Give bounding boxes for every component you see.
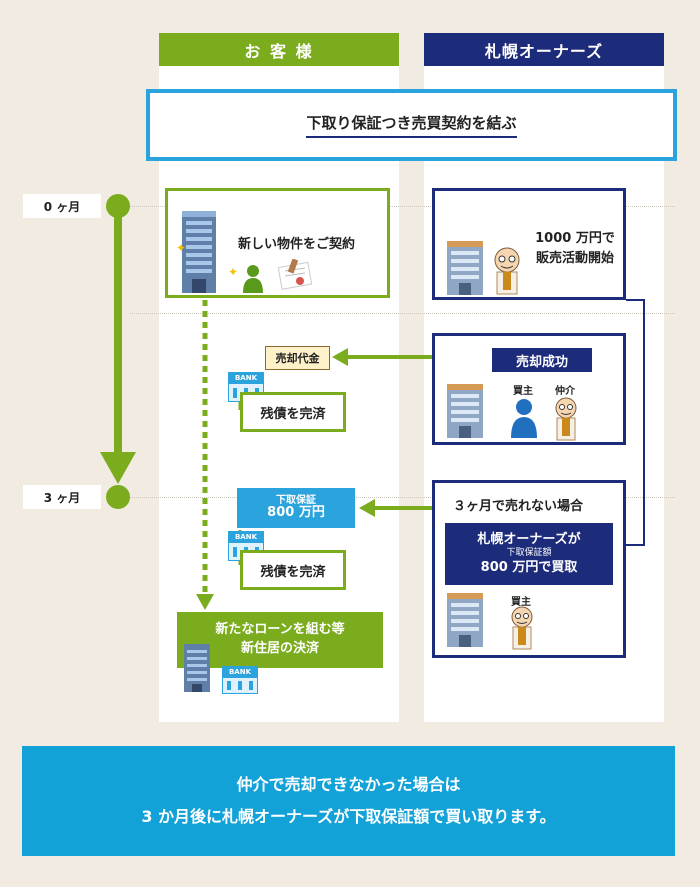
buyback-banner: 札幌オーナーズが 下取保証額 800 万円で買取 xyxy=(445,523,613,585)
timeline-divider-mid xyxy=(130,313,675,314)
agent-character-icon xyxy=(494,247,520,295)
timeline-divider-0 xyxy=(115,206,675,207)
unsold-title: ３ヶ月で売れない場合 xyxy=(453,499,584,514)
contract-title: 下取り保証つき売買契約を結ぶ xyxy=(306,112,517,138)
sale-success-card: 売却成功 買主 仲介 xyxy=(432,333,626,445)
month-3-label: 3 ヶ月 xyxy=(23,485,101,509)
apartment-building-icon xyxy=(447,593,483,647)
apartment-building-icon xyxy=(447,384,483,438)
person-icon xyxy=(243,265,263,293)
repay-balance-box-2: 残債を完済 xyxy=(240,550,346,590)
sale-proceeds-tag: 売却代金 xyxy=(265,346,330,370)
unsold-card: ３ヶ月で売れない場合 札幌オーナーズが 下取保証額 800 万円で買取 買主 xyxy=(432,480,626,658)
bank-icon: BANK xyxy=(222,666,258,694)
agent-character-icon xyxy=(511,606,533,650)
broker-character-icon xyxy=(555,397,577,441)
new-loan-box: 新たなローンを組む等 新住居の決済 xyxy=(177,612,383,668)
buyer-label: 買主 xyxy=(511,597,531,608)
company-column-title: 札幌オーナーズ xyxy=(484,41,604,61)
contract-banner: 下取り保証つき売買契約を結ぶ xyxy=(146,89,677,161)
buyer-label: 買主 xyxy=(513,386,533,397)
customer-column-title: お 客 様 xyxy=(244,41,314,61)
contract-document-icon xyxy=(277,259,313,290)
month-0-label: 0 ヶ月 xyxy=(23,194,101,218)
repay-balance-box-1: 残債を完済 xyxy=(240,392,346,432)
new-property-label: 新しい物件をご契約 xyxy=(238,237,356,252)
sparkle-icon: ✦ xyxy=(176,241,187,255)
apartment-building-icon xyxy=(447,241,483,295)
footer-line-2: 3 か月後に札幌オーナーズが下取保証額で買い取ります。 xyxy=(141,807,556,826)
footer-line-1: 仲介で売却できなかった場合は xyxy=(236,775,461,794)
company-column-header: 札幌オーナーズ xyxy=(424,33,664,66)
new-property-card: ✦ ✦ 新しい物件をご契約 xyxy=(165,188,390,298)
sparkle-icon: ✦ xyxy=(228,265,239,279)
start-sales-card: 1000 万円で 販売活動開始 xyxy=(432,188,626,300)
building-icon xyxy=(182,211,216,293)
customer-column-header: お 客 様 xyxy=(159,33,399,66)
start-sales-label: 1000 万円で 販売活動開始 xyxy=(535,231,615,266)
buyer-person-icon xyxy=(511,399,537,438)
guarantee-amount-tag: 下取保証 800 万円 xyxy=(237,488,355,528)
building-icon xyxy=(184,644,210,692)
broker-label: 仲介 xyxy=(555,386,575,397)
timeline-divider-3 xyxy=(115,497,675,498)
footer-summary-banner: 仲介で売却できなかった場合は 3 か月後に札幌オーナーズが下取保証額で買い取りま… xyxy=(22,746,675,856)
timeline-arrow-head xyxy=(100,452,136,484)
sale-success-badge: 売却成功 xyxy=(492,348,592,372)
